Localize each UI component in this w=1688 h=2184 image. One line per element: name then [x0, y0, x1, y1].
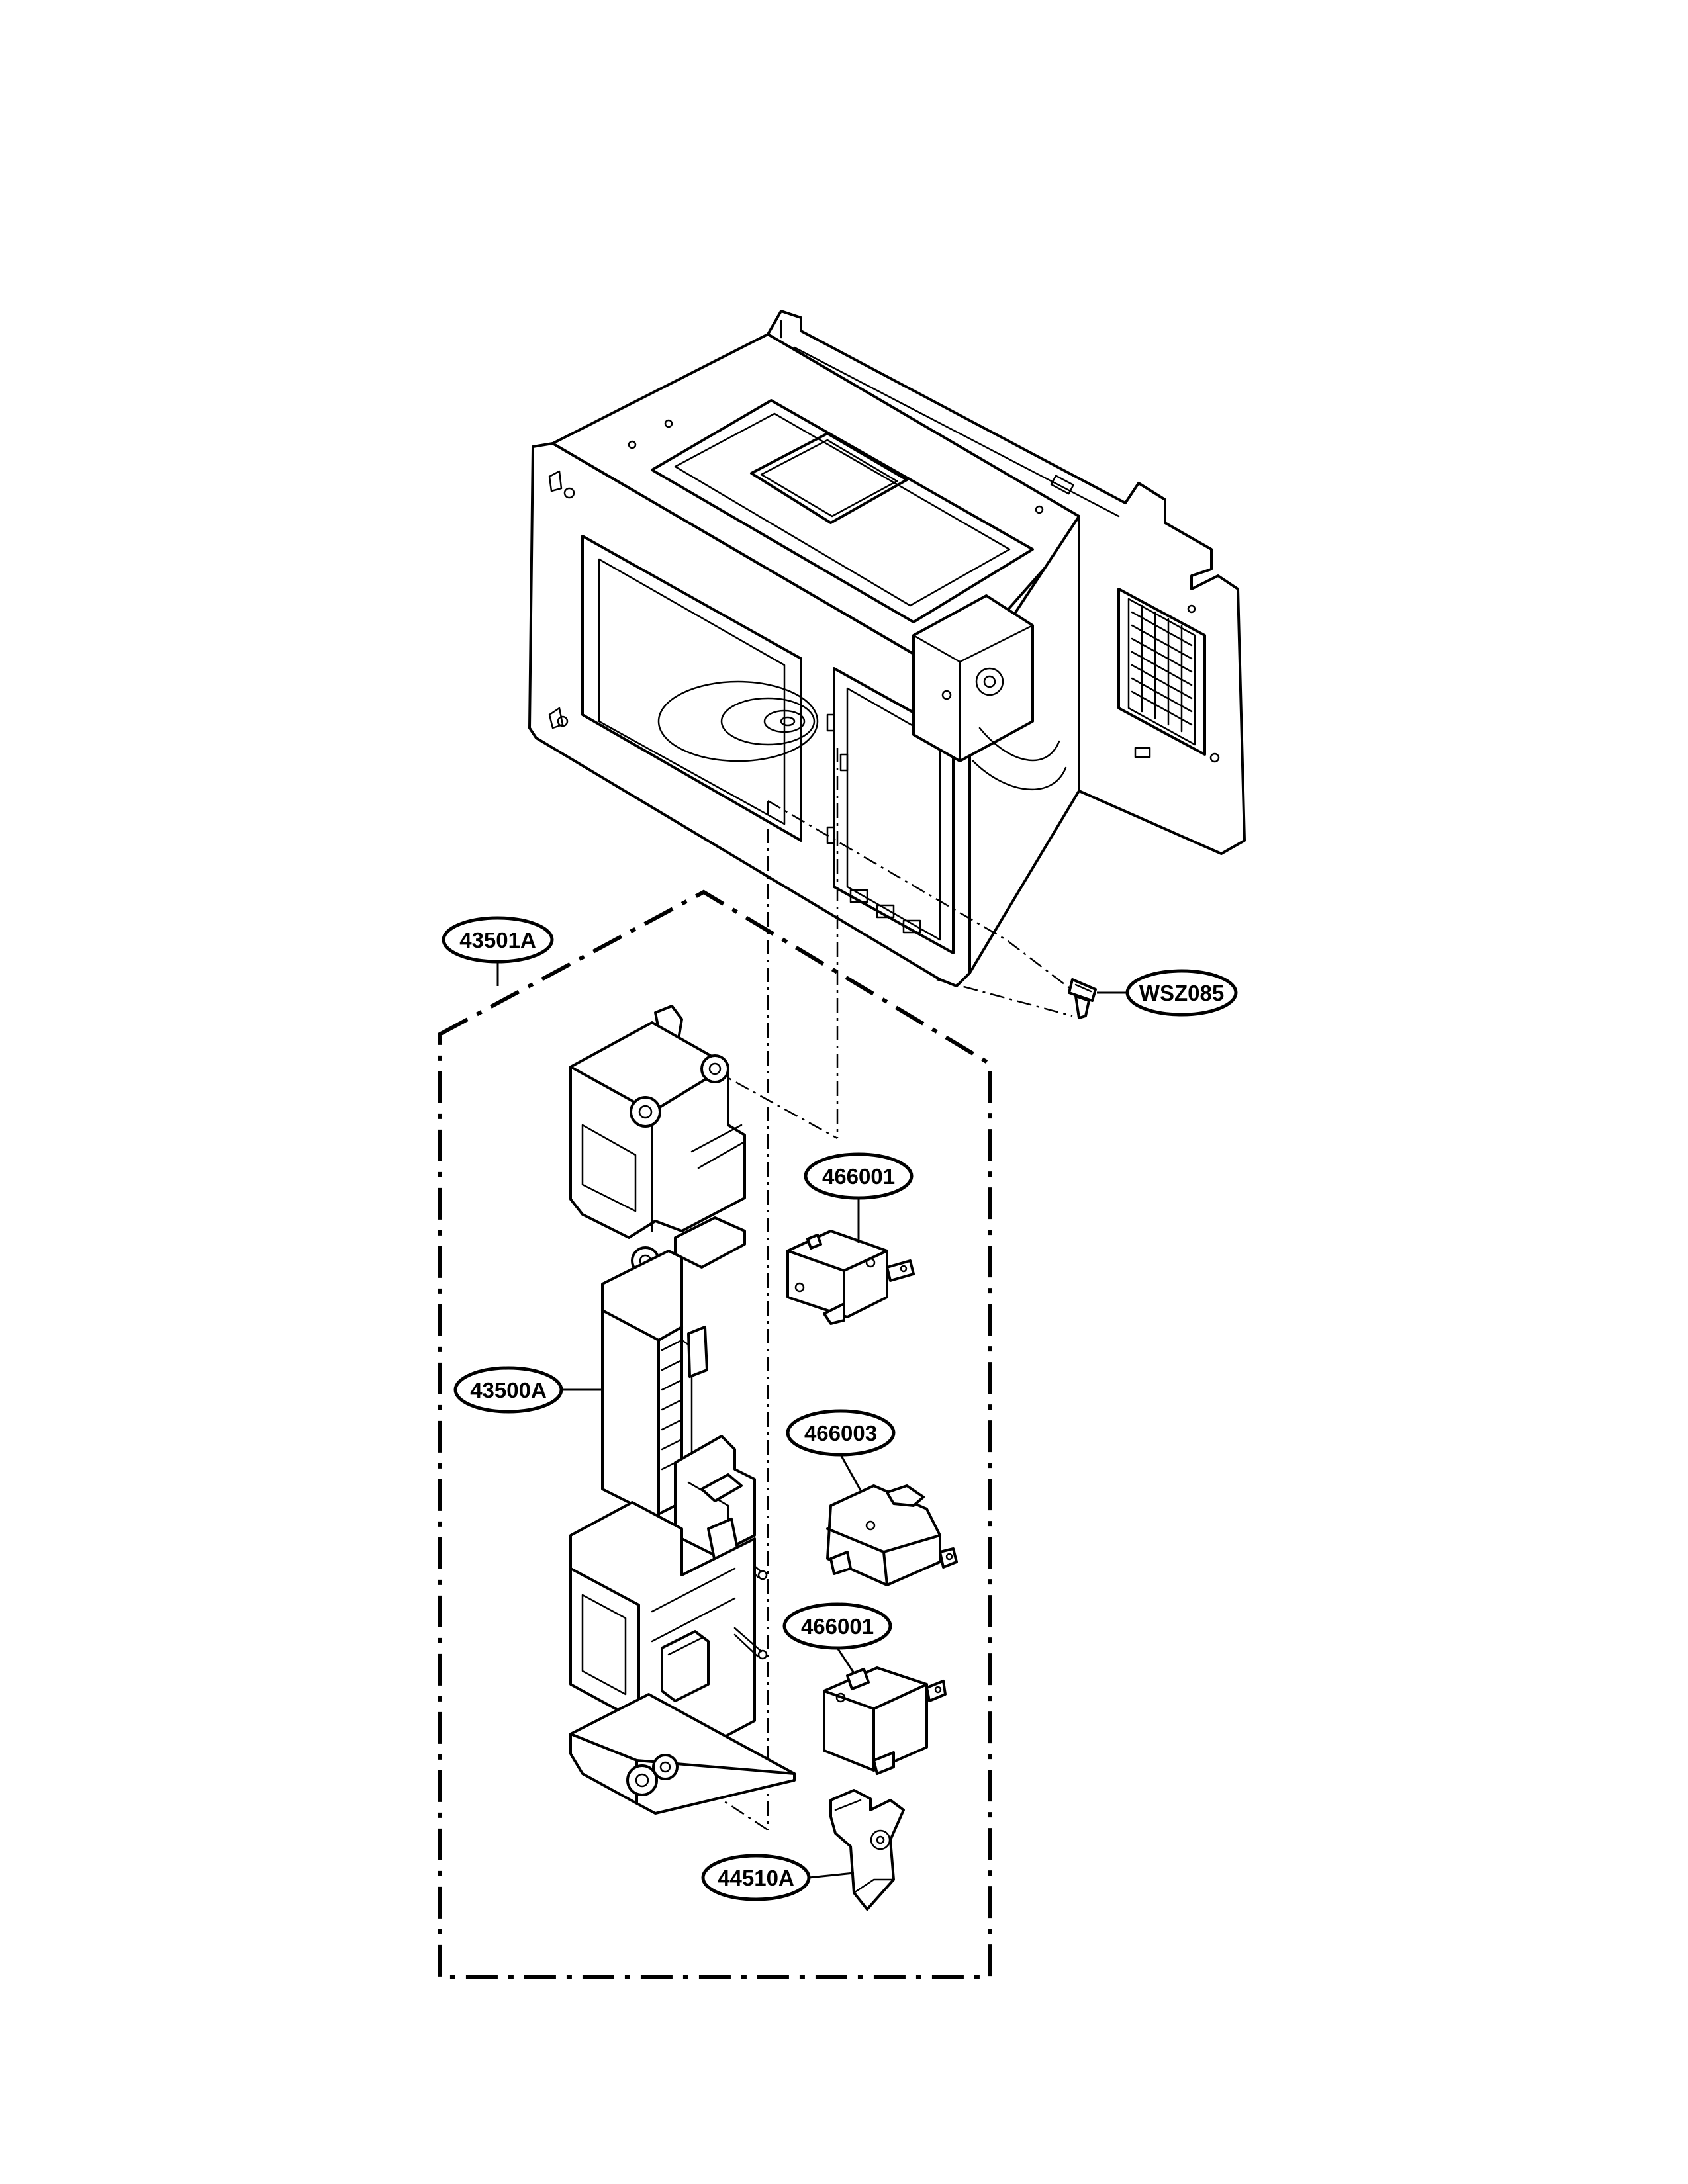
- screw-part: [936, 978, 1097, 1019]
- microwave-cavity-chassis: [528, 310, 1246, 987]
- callout-switch-upper: 466001: [804, 1152, 914, 1243]
- callout-label-lever: 44510A: [718, 1866, 794, 1890]
- callout-latch-bracket: 43500A: [453, 1366, 602, 1414]
- callout-screw: WSZ085: [1097, 969, 1238, 1017]
- micro-switch-middle: [826, 1484, 958, 1586]
- callout-switch-middle: 466003: [786, 1409, 896, 1491]
- callout-bracket-assembly: 43501A: [442, 916, 554, 986]
- callout-switch-lower: 466001: [782, 1602, 892, 1674]
- callout-label-latch-bracket: 43500A: [470, 1378, 547, 1402]
- callout-label-switch-upper: 466001: [822, 1164, 895, 1189]
- callout-label-screw: WSZ085: [1139, 981, 1224, 1005]
- vent-grille-pattern: [1131, 604, 1193, 733]
- assembly-boundary: [438, 889, 992, 1979]
- micro-switch-upper: [786, 1230, 915, 1325]
- micro-switch-lower: [823, 1666, 947, 1775]
- callout-lever: 44510A: [701, 1854, 855, 1901]
- callout-label-bracket-assembly: 43501A: [459, 928, 536, 952]
- callout-label-switch-lower: 466001: [801, 1614, 874, 1639]
- latch-bracket: [569, 1005, 796, 1815]
- latch-lever: [829, 1789, 905, 1911]
- callout-label-switch-middle: 466003: [804, 1421, 877, 1445]
